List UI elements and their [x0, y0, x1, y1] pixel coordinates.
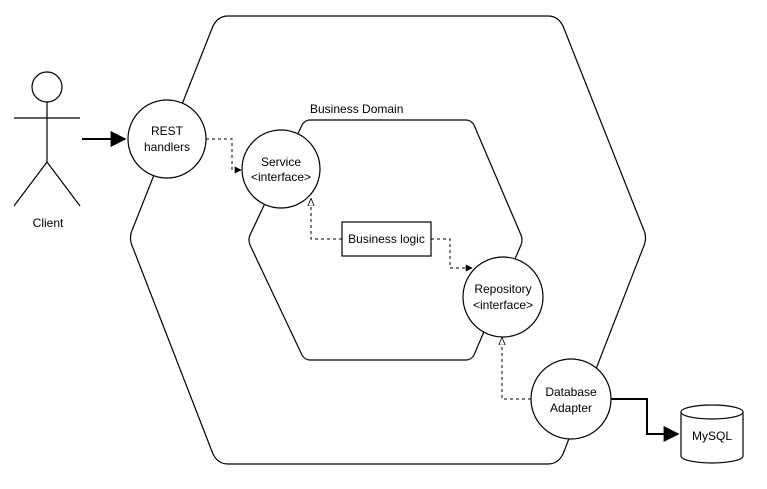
- database-adapter-label-line1: Database: [545, 385, 597, 399]
- service-label-line2: <interface>: [251, 170, 311, 184]
- repository-label-line2: <interface>: [473, 298, 533, 312]
- service-interface-node: [241, 129, 321, 209]
- mysql-label: MySQL: [692, 429, 732, 443]
- mysql-database-icon: [680, 404, 744, 464]
- rest-handlers-node: [127, 99, 207, 179]
- database-adapter-label-line2: Adapter: [550, 401, 592, 415]
- repository-label-line1: Repository: [474, 282, 531, 296]
- logic-to-service-arrow: [311, 199, 342, 240]
- client-actor-icon: [13, 71, 81, 207]
- business-domain-label: Business Domain: [310, 102, 403, 116]
- adapter-to-mysql-arrow: [611, 398, 680, 442]
- database-adapter-node: [530, 358, 612, 440]
- rest-handlers-label-line1: REST: [151, 124, 184, 138]
- rest-to-service-arrow: [206, 138, 242, 174]
- service-label-line1: Service: [261, 155, 301, 169]
- repository-interface-node: [462, 256, 544, 338]
- business-logic-label: Business logic: [348, 232, 425, 246]
- client-label: Client: [33, 216, 64, 230]
- rest-handlers-label-line2: handlers: [144, 140, 190, 154]
